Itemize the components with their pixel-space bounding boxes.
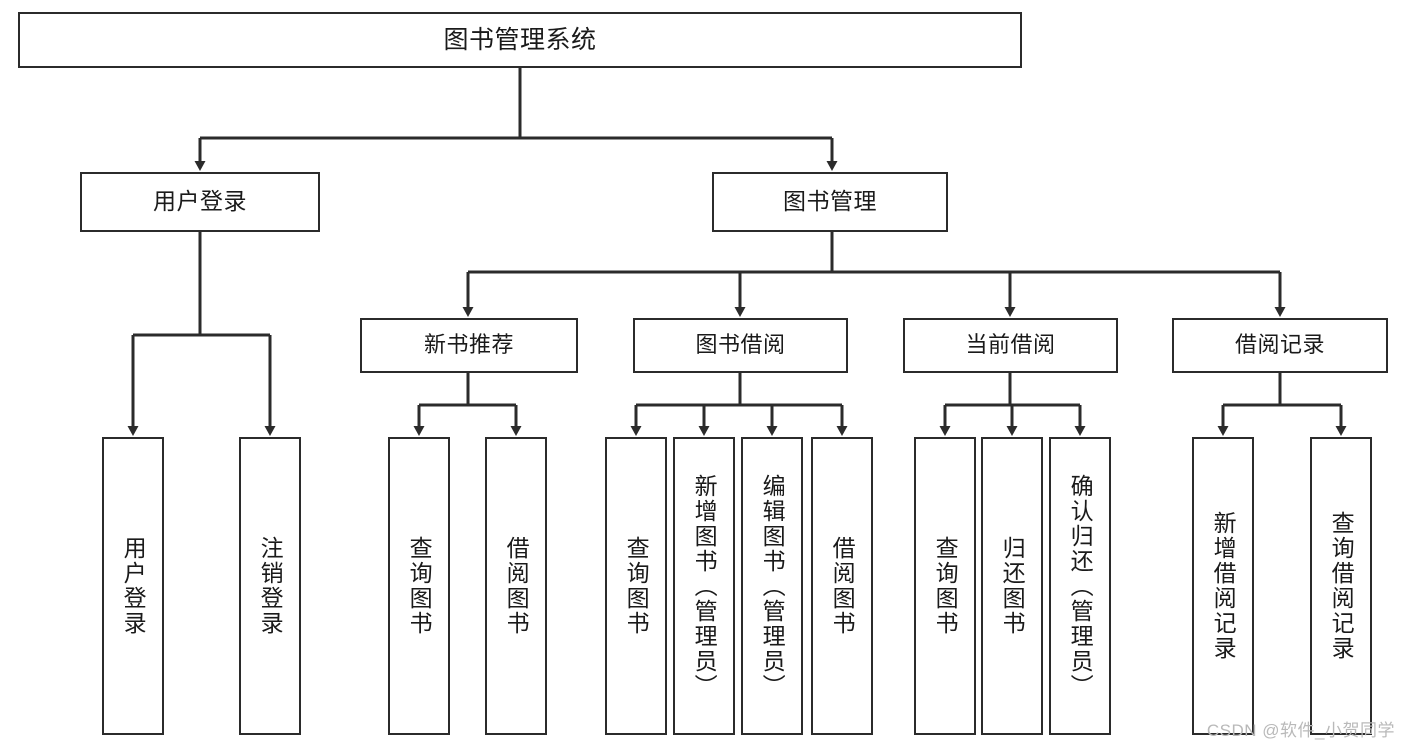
leaf-query-book-2[interactable]: 查询图书: [605, 437, 667, 735]
leaf-add-record[interactable]: 新增借阅记录: [1192, 437, 1254, 735]
leaf-borrow-book-2-label: 借阅图书: [829, 536, 856, 636]
node-current-borrow-label: 当前借阅: [965, 332, 1056, 358]
leaf-user-login-label: 用户登录: [120, 536, 147, 636]
node-user-login[interactable]: 用户登录: [80, 172, 320, 232]
leaf-query-book-3-label: 查询图书: [932, 536, 959, 636]
leaf-return-book-label: 归还图书: [999, 536, 1026, 636]
node-new-book-recommend[interactable]: 新书推荐: [360, 318, 578, 373]
leaf-logout-login-label: 注销登录: [257, 536, 284, 636]
leaf-edit-book-label: 编辑图书（管理员）: [759, 473, 786, 699]
leaf-borrow-book-2[interactable]: 借阅图书: [811, 437, 873, 735]
node-new-book-recommend-label: 新书推荐: [423, 332, 514, 358]
node-borrow-record[interactable]: 借阅记录: [1172, 318, 1388, 373]
leaf-borrow-book-1[interactable]: 借阅图书: [485, 437, 547, 735]
leaf-add-book-label: 新增图书（管理员）: [691, 473, 718, 699]
node-root-label: 图书管理系统: [443, 26, 597, 54]
leaf-query-record[interactable]: 查询借阅记录: [1310, 437, 1372, 735]
node-user-login-label: 用户登录: [153, 188, 247, 215]
leaf-add-book[interactable]: 新增图书（管理员）: [673, 437, 735, 735]
node-borrow-record-label: 借阅记录: [1234, 332, 1325, 358]
leaf-query-book-1-label: 查询图书: [406, 536, 433, 636]
node-book-borrow-label: 图书借阅: [695, 332, 786, 358]
leaf-confirm-return-label: 确认归还（管理员）: [1067, 473, 1094, 699]
leaf-confirm-return[interactable]: 确认归还（管理员）: [1049, 437, 1111, 735]
leaf-borrow-book-1-label: 借阅图书: [503, 536, 530, 636]
leaf-query-record-label: 查询借阅记录: [1328, 511, 1355, 661]
leaf-query-book-1[interactable]: 查询图书: [388, 437, 450, 735]
node-book-manage[interactable]: 图书管理: [712, 172, 948, 232]
leaf-user-login[interactable]: 用户登录: [102, 437, 164, 735]
node-current-borrow[interactable]: 当前借阅: [903, 318, 1118, 373]
leaf-add-record-label: 新增借阅记录: [1210, 511, 1237, 661]
leaf-return-book[interactable]: 归还图书: [981, 437, 1043, 735]
leaf-logout-login[interactable]: 注销登录: [239, 437, 301, 735]
leaf-query-book-2-label: 查询图书: [623, 536, 650, 636]
node-book-manage-label: 图书管理: [783, 188, 877, 215]
node-root[interactable]: 图书管理系统: [18, 12, 1022, 68]
node-book-borrow[interactable]: 图书借阅: [633, 318, 848, 373]
leaf-edit-book[interactable]: 编辑图书（管理员）: [741, 437, 803, 735]
leaf-query-book-3[interactable]: 查询图书: [914, 437, 976, 735]
watermark-text: CSDN @软件_小贺同学: [1206, 721, 1395, 740]
